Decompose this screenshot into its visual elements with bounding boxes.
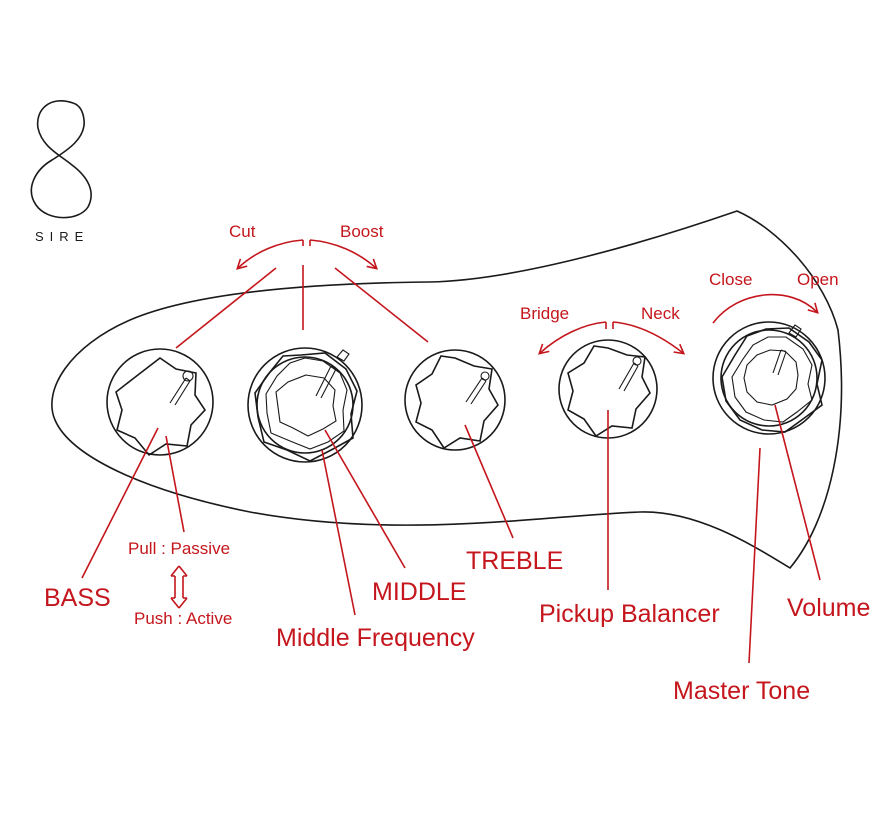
open-label: Open bbox=[797, 270, 839, 289]
pickup-balancer-label: Pickup Balancer bbox=[539, 600, 720, 628]
middle-callout: MIDDLE Middle Frequency bbox=[276, 429, 475, 652]
bridge-arrow bbox=[538, 321, 607, 355]
close-label: Close bbox=[709, 270, 752, 289]
neck-label: Neck bbox=[641, 304, 680, 323]
sire-logo-mark bbox=[30, 100, 92, 219]
sire-logo: SIRE bbox=[30, 100, 92, 244]
pickup-balancer-callout: Pickup Balancer bbox=[539, 410, 720, 628]
cut-boost-indicator: Cut Boost bbox=[175, 222, 429, 349]
treble-knob bbox=[404, 349, 506, 451]
push-active-label: Push : Active bbox=[134, 609, 232, 628]
treble-label: TREBLE bbox=[466, 547, 563, 575]
bass-knob bbox=[106, 348, 214, 457]
close-open-arrow bbox=[712, 293, 819, 324]
boost-label: Boost bbox=[340, 222, 384, 241]
push-pull-double-arrow bbox=[170, 565, 188, 609]
pull-passive-label: Pull : Passive bbox=[128, 539, 230, 558]
cut-arrow bbox=[236, 239, 304, 270]
boost-arrow bbox=[309, 239, 378, 270]
control-plate-outline bbox=[51, 210, 843, 570]
close-open-indicator: Close Open bbox=[709, 270, 839, 324]
neck-arrow bbox=[612, 321, 686, 355]
bass-label: BASS bbox=[44, 584, 111, 612]
volume-label: Volume bbox=[787, 594, 870, 622]
volume-tone-knob-stacked bbox=[712, 321, 826, 435]
middle-frequency-label: Middle Frequency bbox=[276, 624, 475, 652]
master-tone-label: Master Tone bbox=[673, 677, 810, 705]
cut-label: Cut bbox=[229, 222, 256, 241]
volume-tone-callout: Volume Master Tone bbox=[673, 404, 870, 705]
bridge-neck-indicator: Bridge Neck bbox=[520, 304, 686, 355]
middle-label: MIDDLE bbox=[372, 578, 466, 606]
treble-callout: TREBLE bbox=[464, 424, 563, 575]
brand-name: SIRE bbox=[35, 229, 89, 244]
bass-callout: BASS Pull : Passive Push : Active bbox=[44, 427, 232, 628]
bridge-label: Bridge bbox=[520, 304, 569, 323]
middle-knob-stacked bbox=[247, 347, 363, 463]
